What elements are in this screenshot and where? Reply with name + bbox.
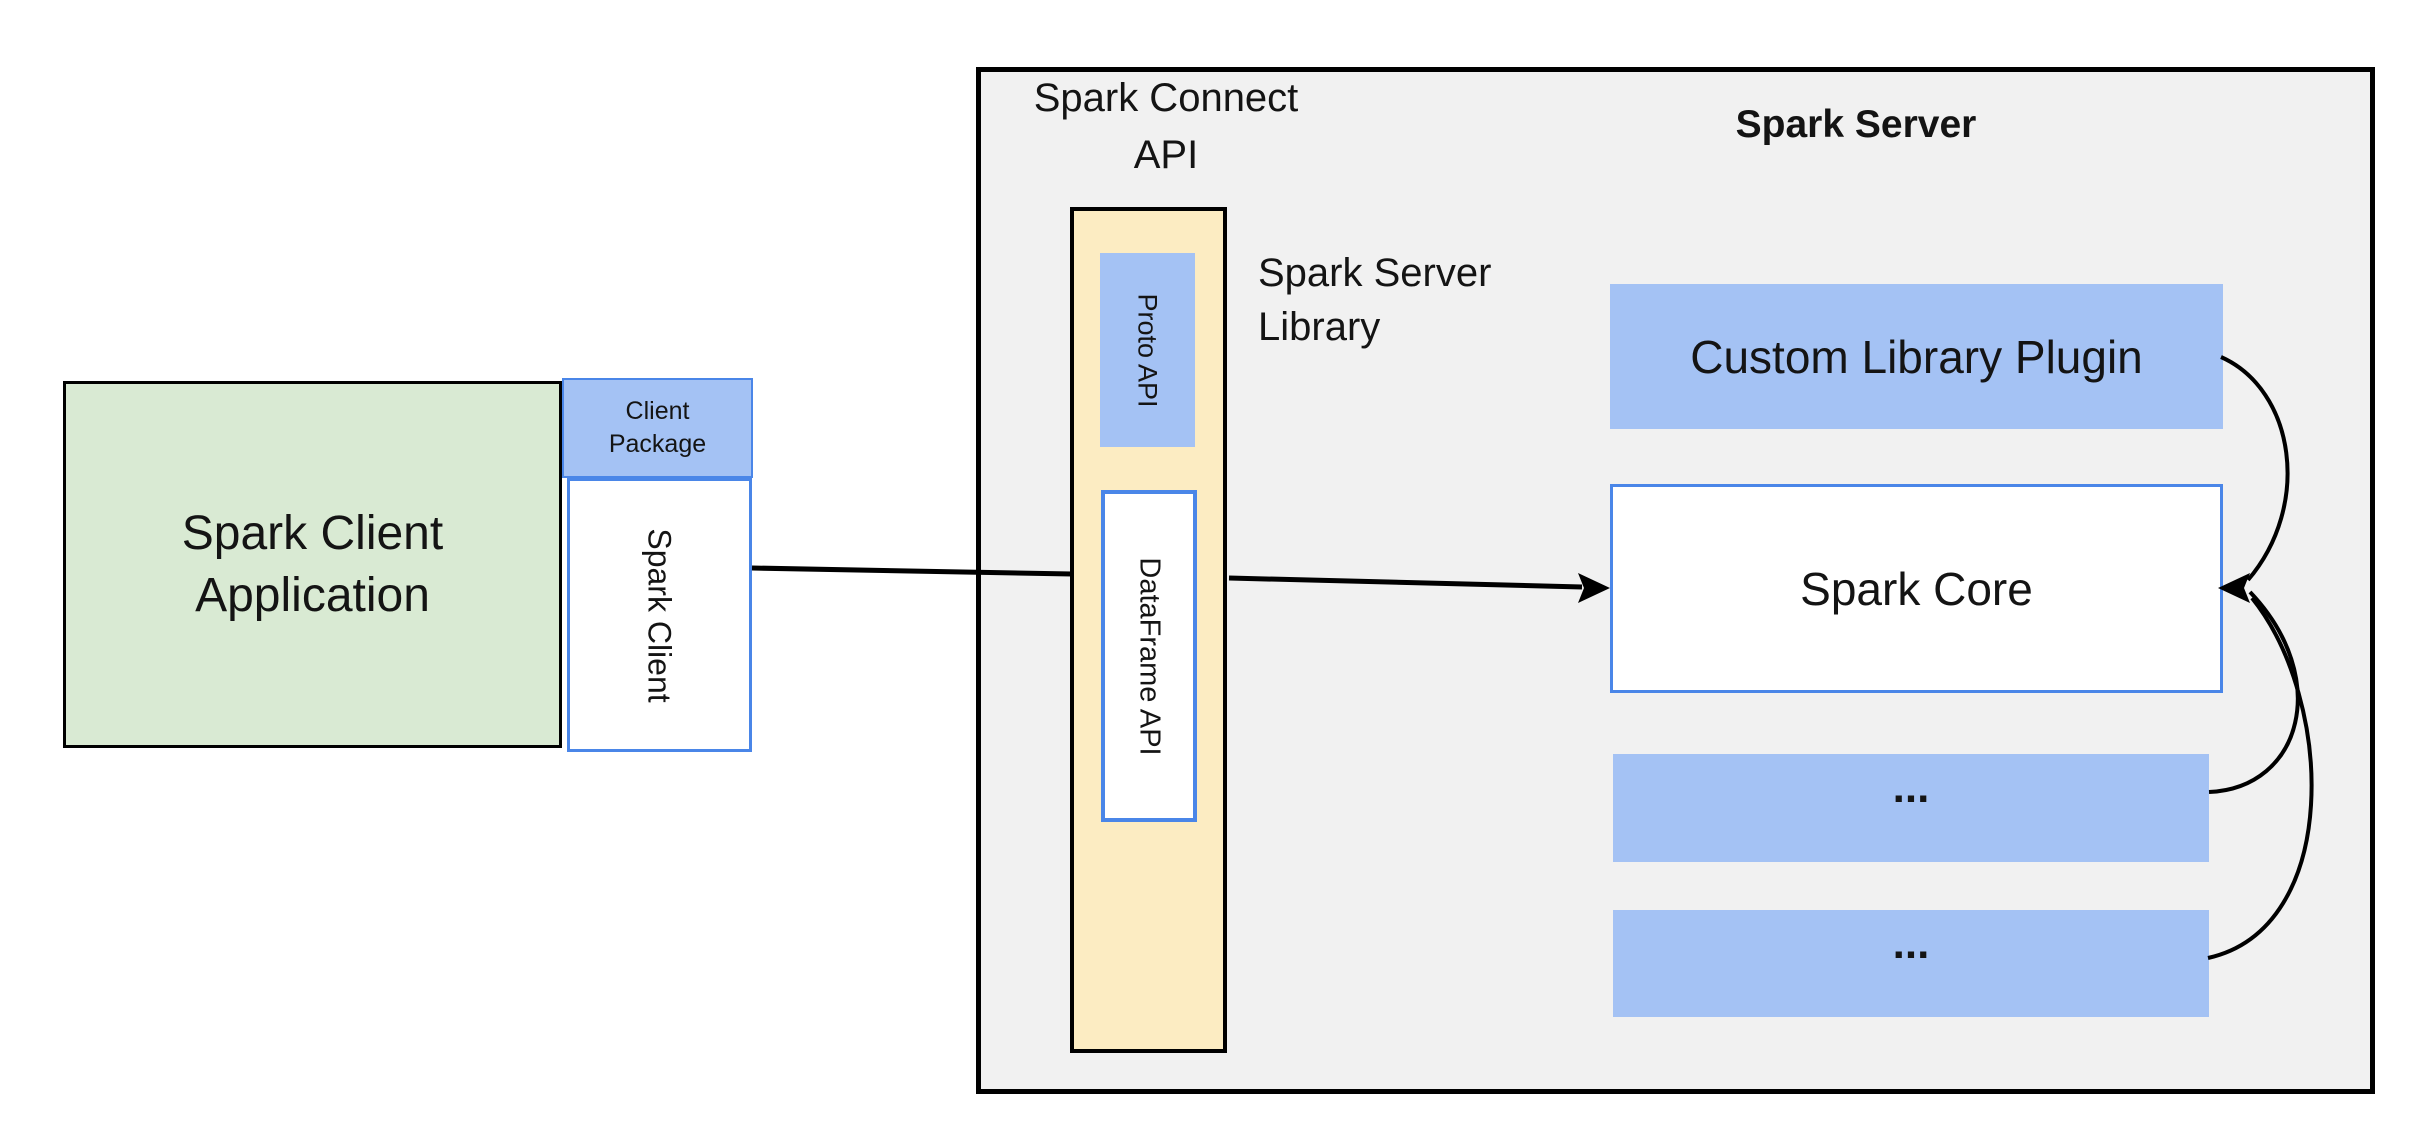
client-package-box: Client Package <box>562 378 753 478</box>
dataframe-api-box: DataFrame API <box>1101 490 1197 822</box>
proto-api-label: Proto API <box>1133 292 1164 408</box>
ellipsis-label-2: ... <box>1892 918 1930 968</box>
spark-connect-api-heading: Spark Connect API <box>1033 76 1299 177</box>
spark-client-label: Spark Client <box>641 527 678 703</box>
custom-library-plugin-box: Custom Library Plugin <box>1610 284 2223 429</box>
spark-core-label: Spark Core <box>1800 562 2033 615</box>
spark-server-heading: Spark Server <box>1735 103 1977 146</box>
spark-client-application-label: Spark Client Application <box>181 506 444 622</box>
spark-server-library-heading: Spark Server Library <box>1258 251 1492 349</box>
proto-api-box: Proto API <box>1100 253 1195 447</box>
custom-library-plugin-label: Custom Library Plugin <box>1690 330 2143 383</box>
spark-client-application-box: Spark Client Application <box>63 381 562 748</box>
ellipsis-box-2: ... <box>1613 910 2209 1017</box>
dataframe-api-label: DataFrame API <box>1133 556 1166 756</box>
client-package-label: Client Package <box>608 397 707 458</box>
spark-core-box: Spark Core <box>1610 484 2223 693</box>
spark-client-box: Spark Client <box>567 478 752 752</box>
ellipsis-label-1: ... <box>1892 763 1930 812</box>
ellipsis-box-1: ... <box>1613 754 2209 862</box>
